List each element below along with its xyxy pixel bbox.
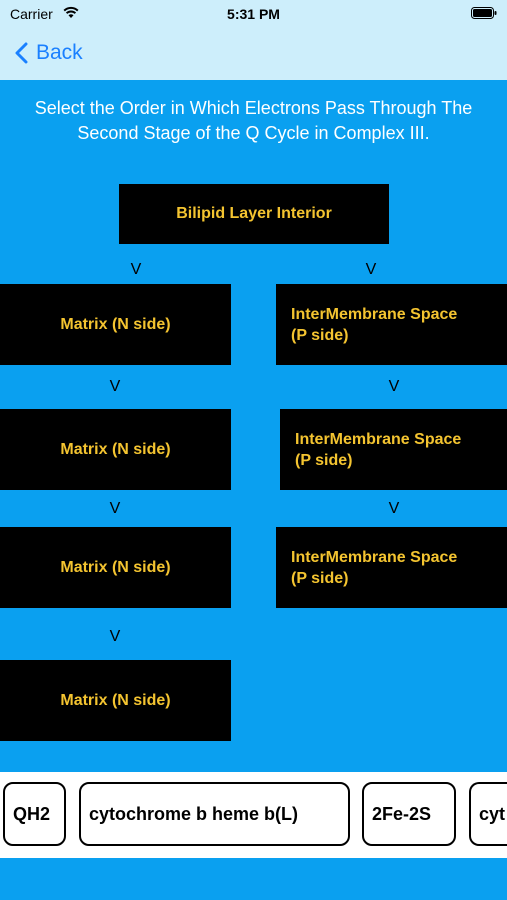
- chip-label: 2Fe-2S: [372, 803, 432, 824]
- answer-chip-cytochrome-b-heme-bl[interactable]: cytochrome b heme b(L): [79, 782, 350, 846]
- question-line-1: Select the Order in Which Electrons Pass…: [34, 98, 473, 118]
- chip-label: QH2: [13, 803, 51, 824]
- arrow-left-4: V: [109, 628, 121, 645]
- question-line-2: Second Stage of the Q Cycle in Complex I…: [77, 123, 430, 143]
- slot-label: Matrix (N side): [60, 691, 171, 709]
- carrier-label: Carrier: [10, 6, 53, 22]
- top-box[interactable]: Bilipid Layer Interior: [119, 184, 389, 244]
- answer-chip-qh2[interactable]: QH2: [3, 782, 66, 846]
- arrow-left-3: V: [109, 500, 121, 517]
- back-button[interactable]: Back: [14, 40, 83, 66]
- drop-slot-left-2[interactable]: Matrix (N side): [0, 409, 231, 490]
- nav-bar: Back: [0, 28, 507, 80]
- drop-slot-left-1[interactable]: Matrix (N side): [0, 284, 231, 365]
- arrow-right-1: V: [365, 261, 377, 278]
- arrow-left-2: V: [109, 378, 121, 395]
- drop-slot-right-1[interactable]: InterMembrane Space (P side): [276, 284, 507, 365]
- slot-label: Matrix (N side): [60, 558, 171, 576]
- slot-label: Matrix (N side): [60, 440, 171, 458]
- chevron-left-icon: [15, 42, 28, 64]
- slot-label-line1: InterMembrane Space: [295, 430, 462, 448]
- answer-chip-2fe-2s[interactable]: 2Fe-2S: [362, 782, 456, 846]
- drop-slot-right-3[interactable]: InterMembrane Space (P side): [276, 527, 507, 608]
- drop-slot-left-3[interactable]: Matrix (N side): [0, 527, 231, 608]
- arrow-right-3: V: [388, 500, 400, 517]
- drop-slot-right-2[interactable]: InterMembrane Space (P side): [280, 409, 507, 490]
- slot-label-line2: (P side): [291, 326, 349, 344]
- arrow-left-1: V: [130, 261, 142, 278]
- slot-label-line2: (P side): [291, 569, 349, 587]
- status-time: 5:31 PM: [227, 6, 280, 22]
- back-label: Back: [36, 41, 83, 64]
- slot-label-line2: (P side): [295, 451, 353, 469]
- chip-label: cyt: [479, 803, 506, 824]
- slot-label-line1: InterMembrane Space: [291, 305, 458, 323]
- answer-tray[interactable]: QH2 cytochrome b heme b(L) 2Fe-2S cyt: [0, 772, 507, 858]
- slot-label-line1: InterMembrane Space: [291, 548, 458, 566]
- slot-label: Matrix (N side): [60, 315, 171, 333]
- drop-slot-left-4[interactable]: Matrix (N side): [0, 660, 231, 741]
- chip-label: cytochrome b heme b(L): [89, 803, 299, 824]
- top-box-label: Bilipid Layer Interior: [176, 205, 332, 222]
- wifi-icon: [63, 6, 79, 18]
- status-bar: Carrier 5:31 PM: [0, 0, 507, 28]
- battery-icon: [471, 7, 497, 19]
- question-text: Select the Order in Which Electrons Pass…: [0, 96, 507, 146]
- answer-chip-cyt[interactable]: cyt: [469, 782, 507, 846]
- arrow-right-2: V: [388, 378, 400, 395]
